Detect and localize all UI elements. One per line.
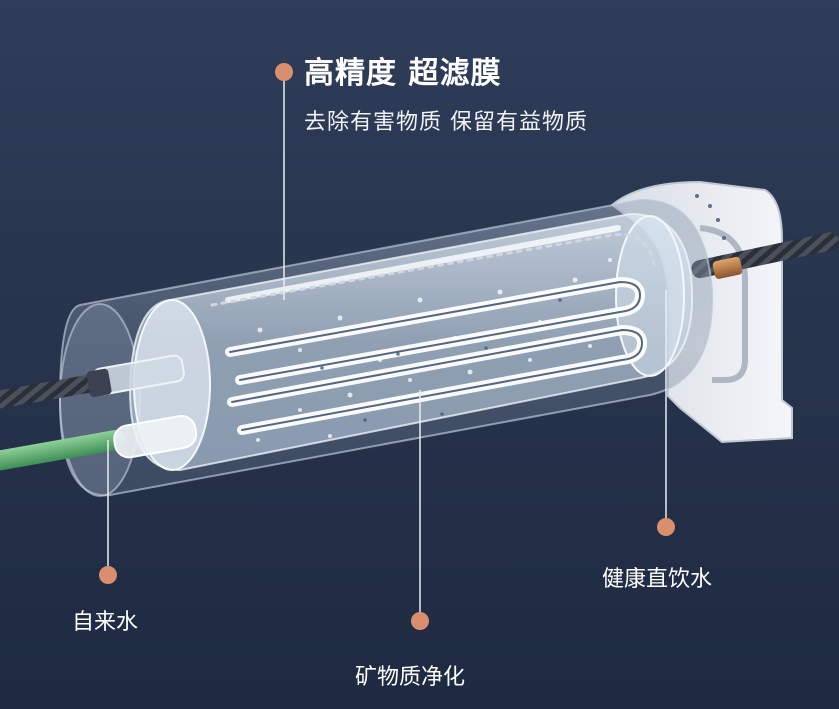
callout-membrane <box>275 63 293 300</box>
drinking-water-label: 健康直饮水 <box>602 567 713 592</box>
mineral-label: 矿物质净化 <box>355 665 466 690</box>
membrane-subtitle: 去除有害物质 保留有益物质 <box>304 110 588 135</box>
callout-drinking-water <box>657 290 675 536</box>
tap-water-label: 自来水 <box>72 610 139 635</box>
membrane-fibres <box>210 225 657 435</box>
inlet-pipes <box>0 354 185 409</box>
membrane-title: 高精度 超滤膜 <box>304 56 502 91</box>
callout-tap-water <box>99 440 117 584</box>
green-inlet-hose <box>0 414 198 471</box>
water-bubbles <box>256 258 612 442</box>
callout-mineral <box>411 390 429 630</box>
outlet-pipe <box>691 232 839 279</box>
